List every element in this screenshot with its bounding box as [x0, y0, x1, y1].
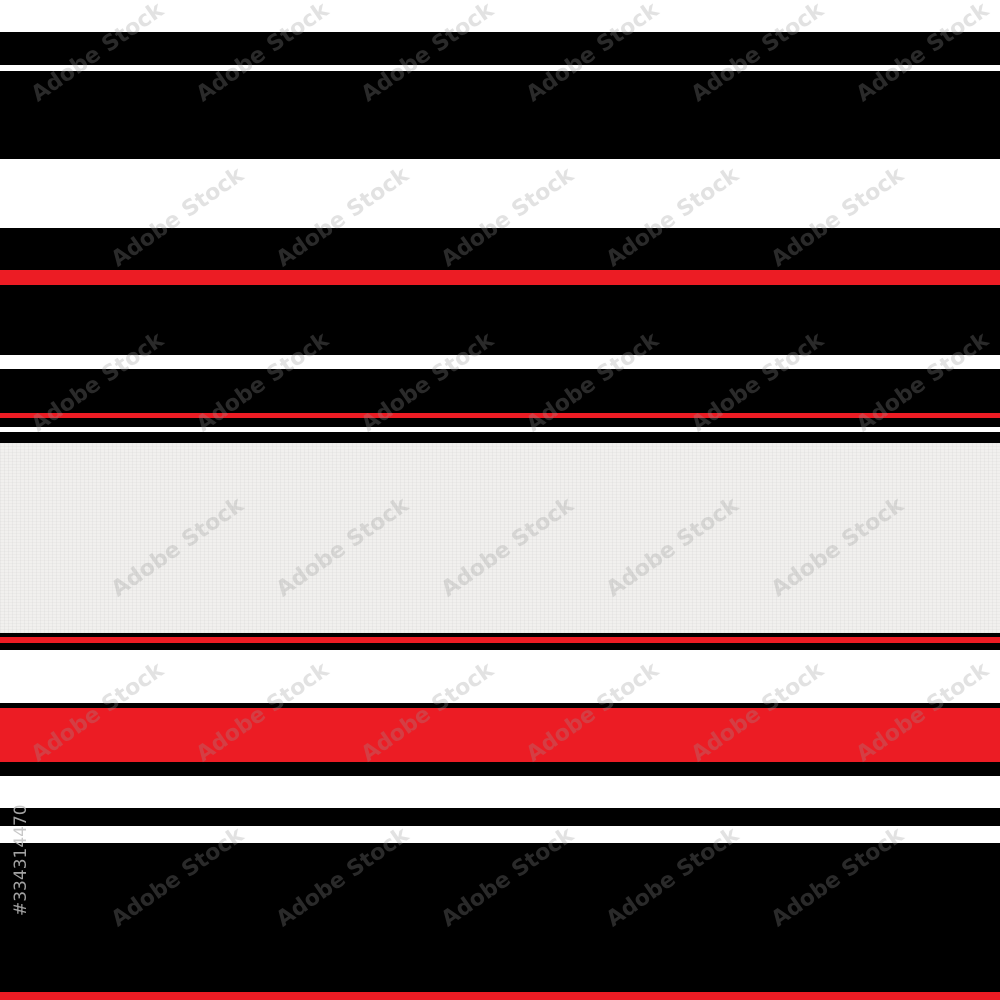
stripe-black-wide	[0, 843, 1000, 992]
stripe-black-thin	[0, 418, 1000, 427]
stripe-red-thin	[0, 637, 1000, 643]
stripe-red-thin	[0, 992, 1000, 1000]
stripe-red-wide	[0, 708, 1000, 762]
stock-id-watermark: #334314470	[10, 766, 32, 916]
stripe-black	[0, 808, 1000, 826]
stripe-black-thin	[0, 703, 1000, 708]
stripe-black-thin	[0, 633, 1000, 637]
stripe-black-thin	[0, 643, 1000, 650]
stripe-black	[0, 762, 1000, 776]
stripe-black	[0, 285, 1000, 355]
stripe-red-thin	[0, 413, 1000, 418]
stripe-white	[0, 650, 1000, 703]
stripe-black	[0, 32, 1000, 65]
stripe-white-thin	[0, 427, 1000, 432]
stripe-black-wide	[0, 71, 1000, 159]
stripe-black	[0, 228, 1000, 270]
stripe-red	[0, 270, 1000, 285]
stripe-linen-texture	[0, 443, 1000, 633]
stripe-white	[0, 776, 1000, 808]
stripe-white-wide	[0, 159, 1000, 228]
stripe-black-thin	[0, 432, 1000, 443]
stripe-white-thin	[0, 65, 1000, 71]
stock-id-text: #334314470	[11, 804, 31, 916]
stripe-white	[0, 0, 1000, 32]
stripe-white	[0, 826, 1000, 843]
stripe-white	[0, 355, 1000, 369]
stripe-black	[0, 369, 1000, 413]
